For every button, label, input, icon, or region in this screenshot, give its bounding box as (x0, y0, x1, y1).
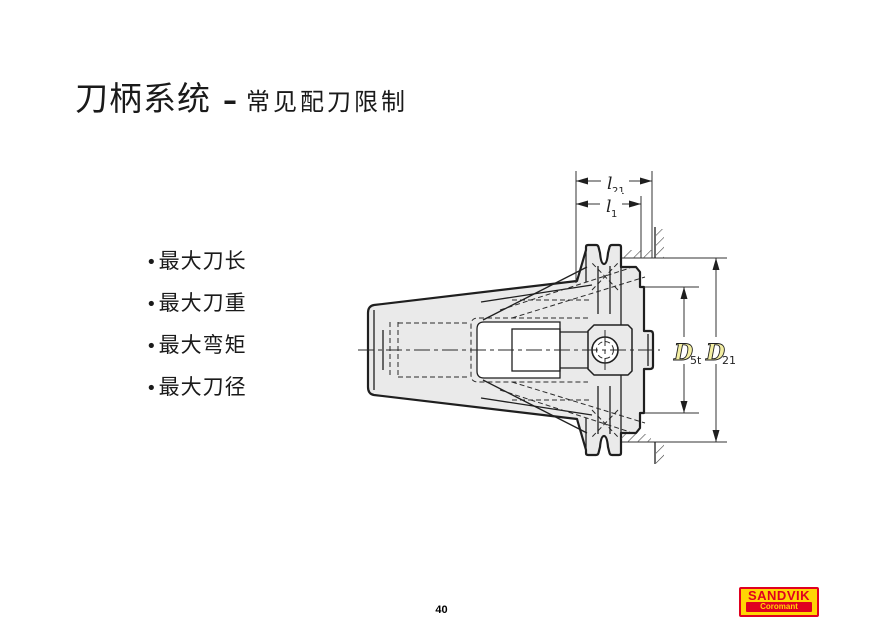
dim-d21-sub: 21 (722, 354, 736, 367)
bullet-text: 最大弯矩 (158, 333, 247, 357)
bullet-text: 最大刀重 (158, 291, 247, 315)
dimension-l1: l 1 (576, 192, 642, 258)
dimension-d21: D 21 (702, 258, 740, 442)
page-title: 刀柄系统 (75, 79, 211, 118)
bullet-dot: • (146, 294, 158, 315)
dim-d21-label: D (705, 340, 725, 366)
hidden-edge-lines (480, 262, 646, 438)
bullet-dot: • (146, 336, 158, 357)
bullet-item: •最大弯矩 (146, 333, 247, 358)
dimension-d5t: D 5t (644, 286, 703, 414)
title-separator: – (223, 84, 237, 117)
page-subtitle: 常见配刀限制 (246, 88, 408, 116)
logo-subbrand-text: Coromant (745, 602, 813, 612)
bullet-list: •最大刀长 •最大刀重 •最大弯矩 •最大刀径 (146, 251, 247, 419)
sandvik-logo: SANDVIK Coromant (739, 587, 819, 617)
dim-l1-sub: 1 (611, 209, 617, 220)
dim-l1-label: l (606, 197, 611, 217)
bullet-item: •最大刀重 (146, 291, 247, 316)
dim-d5t-sub: 5t (690, 354, 702, 367)
dim-l21-label: l (607, 174, 612, 194)
page-number: 40 (435, 604, 448, 616)
bullet-dot: • (146, 378, 158, 399)
bullet-item: •最大刀径 (146, 375, 247, 400)
bullet-text: 最大刀径 (158, 375, 247, 399)
dimension-l21: l 21 (575, 169, 653, 283)
bullet-text: 最大刀长 (158, 249, 247, 273)
spindle-hatching (621, 227, 727, 464)
v-flange-details (585, 250, 622, 450)
slide-header: 刀柄系统 – 常见配刀限制 (75, 72, 408, 120)
bullet-dot: • (146, 252, 158, 273)
bullet-item: •最大刀长 (146, 249, 247, 274)
dim-d5t-label: D (673, 340, 693, 366)
logo-brand-text: SANDVIK (747, 588, 810, 603)
dim-l21-sub: 21 (612, 186, 625, 197)
